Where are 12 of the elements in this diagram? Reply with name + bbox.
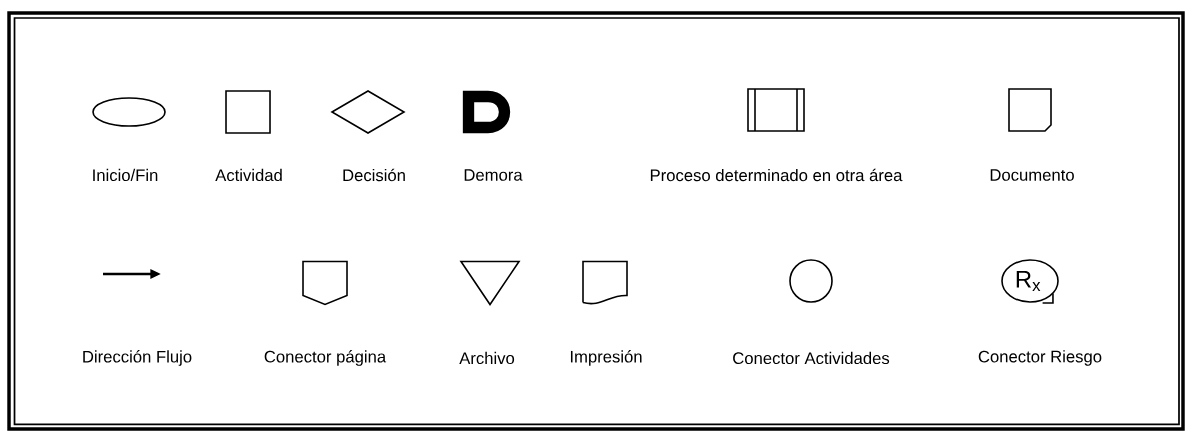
symbol-label: Documento — [990, 169, 1074, 181]
symbol-label: Demora — [464, 169, 523, 181]
symbol-label: Archivo — [459, 351, 515, 365]
symbol-label: Conector Riesgo — [978, 350, 1102, 366]
symbol-label: Conector página — [264, 350, 387, 366]
symbol-label: Inicio/Fin — [93, 168, 158, 182]
symbol-label: Decisión — [343, 168, 405, 182]
symbol-label: Impresión — [570, 350, 642, 366]
symbol-label: Actividad — [215, 168, 282, 182]
symbol-label: Proceso determinado en otra área — [650, 168, 903, 182]
symbol-label: Dirección Flujo — [83, 350, 192, 366]
symbol-label: Conector Actividades — [733, 351, 890, 365]
